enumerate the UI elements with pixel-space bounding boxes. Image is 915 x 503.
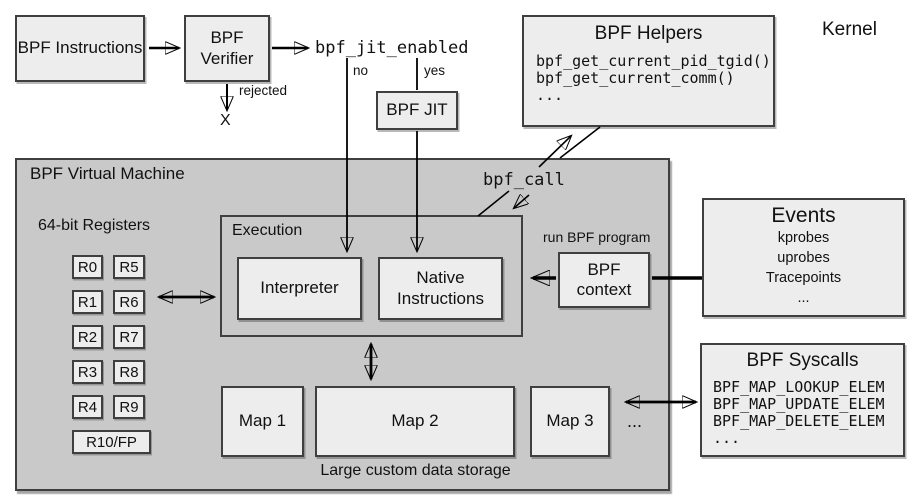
bpf-jit-label: BPF JIT bbox=[386, 100, 448, 120]
event-item: Tracepoints bbox=[765, 270, 842, 286]
register-r2: R2 bbox=[72, 325, 103, 349]
native-instructions-box: Native Instructions bbox=[378, 257, 503, 320]
event-item: kprobes bbox=[777, 230, 830, 246]
syscall-item: BPF_MAP_LOOKUP_ELEM bbox=[713, 378, 885, 396]
kernel-label: Kernel bbox=[822, 19, 877, 40]
register-row: R0 R5 bbox=[72, 255, 151, 279]
storage-caption: Large custom data storage bbox=[320, 462, 511, 479]
helper-function: bpf_get_current_pid_tgid() bbox=[536, 52, 771, 70]
map2-label: Map 2 bbox=[391, 411, 439, 431]
bpf-virtual-machine-title: BPF Virtual Machine bbox=[30, 164, 185, 183]
register-r4: R4 bbox=[72, 395, 103, 419]
bpf-context-label: BPF context bbox=[576, 259, 632, 299]
register-r1: R1 bbox=[72, 290, 103, 314]
events-box: Events kprobes uprobes Tracepoints ... bbox=[702, 198, 905, 317]
bpf-jit-enabled-label: bpf_jit_enabled bbox=[315, 38, 469, 58]
register-r10-fp: R10/FP bbox=[72, 430, 151, 454]
execution-title: Execution bbox=[232, 222, 303, 239]
register-r0: R0 bbox=[72, 255, 103, 279]
register-row: R2 R7 bbox=[72, 325, 151, 349]
helper-function: bpf_get_current_comm() bbox=[536, 69, 735, 87]
bpf-verifier-label: BPF Verifier bbox=[200, 28, 254, 68]
register-row: R1 R6 bbox=[72, 290, 151, 314]
register-row: R4 R9 bbox=[72, 395, 151, 419]
bpf-syscalls-box: BPF Syscalls BPF_MAP_LOOKUP_ELEM BPF_MAP… bbox=[700, 343, 905, 457]
bpf-helpers-box: BPF Helpers bpf_get_current_pid_tgid() b… bbox=[522, 15, 775, 127]
register-r6: R6 bbox=[113, 290, 145, 314]
helper-function: ... bbox=[536, 86, 564, 104]
bpf-context-box: BPF context bbox=[558, 252, 650, 308]
bpf-syscalls-items: BPF_MAP_LOOKUP_ELEM BPF_MAP_UPDATE_ELEM … bbox=[713, 379, 903, 447]
native-instructions-label: Native Instructions bbox=[397, 268, 484, 308]
map3-label: Map 3 bbox=[546, 411, 594, 431]
register-r8: R8 bbox=[113, 360, 145, 384]
event-item: uprobes bbox=[777, 250, 830, 266]
run-bpf-program-label: run BPF program bbox=[543, 229, 651, 245]
bpf-helpers-title: BPF Helpers bbox=[594, 23, 703, 44]
map2-box: Map 2 bbox=[315, 386, 515, 457]
branch-no-label: no bbox=[353, 63, 369, 78]
bpf-helpers-functions: bpf_get_current_pid_tgid() bpf_get_curre… bbox=[536, 53, 773, 104]
event-item: ... bbox=[797, 290, 810, 306]
events-title: Events bbox=[771, 204, 836, 227]
bpf-call-label: bpf_call bbox=[483, 170, 565, 190]
map3-box: Map 3 bbox=[530, 386, 610, 457]
register-r3: R3 bbox=[72, 360, 103, 384]
execution-box: Execution bbox=[220, 215, 523, 337]
rejected-label: rejected bbox=[239, 83, 288, 98]
bpf-instructions-label: BPF Instructions bbox=[17, 38, 143, 58]
interpreter-box: Interpreter bbox=[237, 257, 362, 320]
rejected-x-mark: X bbox=[220, 112, 231, 129]
syscall-item: ... bbox=[713, 429, 741, 447]
register-row: R3 R8 bbox=[72, 360, 151, 384]
interpreter-label: Interpreter bbox=[260, 278, 339, 298]
registers-title: 64-bit Registers bbox=[38, 217, 151, 234]
bpf-instructions-box: BPF Instructions bbox=[15, 15, 145, 82]
register-grid: R0 R5 R1 R6 R2 R7 R3 R8 R4 R9 R10/FP bbox=[72, 255, 151, 454]
branch-yes-label: yes bbox=[424, 63, 446, 78]
map1-label: Map 1 bbox=[238, 411, 287, 431]
register-r9: R9 bbox=[113, 395, 145, 419]
map1-box: Map 1 bbox=[221, 386, 304, 457]
bpf-verifier-box: BPF Verifier bbox=[184, 15, 270, 82]
bpf-jit-box: BPF JIT bbox=[376, 91, 458, 130]
register-r5: R5 bbox=[113, 255, 145, 279]
maps-ellipsis: ... bbox=[627, 411, 643, 431]
syscall-item: BPF_MAP_UPDATE_ELEM bbox=[713, 395, 885, 413]
syscall-item: BPF_MAP_DELETE_ELEM bbox=[713, 412, 885, 430]
bpf-syscalls-title: BPF Syscalls bbox=[746, 350, 859, 371]
register-r7: R7 bbox=[113, 325, 145, 349]
